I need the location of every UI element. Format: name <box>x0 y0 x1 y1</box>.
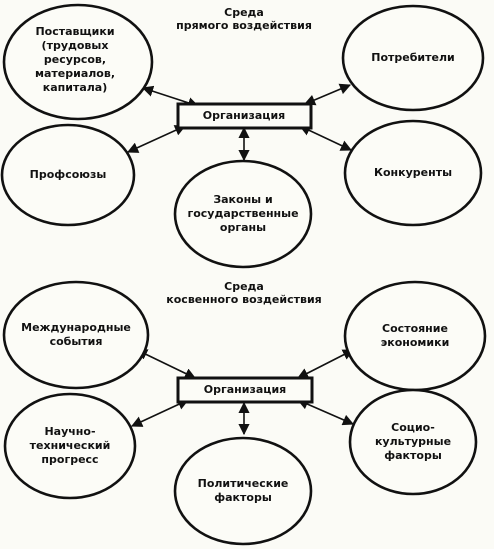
international-label: Международные события <box>21 321 131 348</box>
unions-circle <box>0 123 136 227</box>
competitors-circle <box>343 119 483 227</box>
laws-circle <box>173 159 313 269</box>
competitors-label: Конкуренты <box>373 166 453 179</box>
link-international-organization <box>135 349 197 379</box>
link-economy-organization <box>297 349 354 379</box>
international-circle <box>2 280 150 390</box>
suppliers-circle <box>2 3 154 121</box>
sociocultural-label: Социо- культурные факторы <box>374 421 452 462</box>
laws-label: Законы и государственные органы <box>187 193 299 234</box>
scitech-label: Научно- технический прогресс <box>29 425 111 466</box>
economy-label: Состояние экономики <box>380 322 450 349</box>
organization-box-indirect <box>176 376 314 404</box>
consumers-label: Потребители <box>371 51 455 64</box>
organization-label-indirect: Организация <box>203 383 287 396</box>
political-label: Политические факторы <box>197 477 289 504</box>
sociocultural-circle <box>348 388 478 496</box>
link-unions-organization <box>126 125 187 153</box>
link-scitech-organization <box>130 399 190 427</box>
organization-box-direct <box>176 102 313 130</box>
indirect-environment-title: Среда косвенного воздействия <box>166 280 322 306</box>
unions-label: Профсоюзы <box>29 168 107 181</box>
scitech-circle <box>3 392 137 500</box>
direct-environment-diagram <box>0 3 485 269</box>
indirect-environment-diagram <box>2 280 487 546</box>
political-circle <box>173 436 313 546</box>
consumers-circle <box>341 4 485 112</box>
suppliers-label: Поставщики (трудовых ресурсов, материало… <box>34 25 116 94</box>
direct-environment-title: Среда прямого воздействия <box>176 6 312 32</box>
link-sociocultural-organization <box>296 398 355 426</box>
organization-label-direct: Организация <box>202 109 286 122</box>
link-competitors-organization <box>298 125 353 151</box>
link-consumers-organization <box>303 83 352 106</box>
